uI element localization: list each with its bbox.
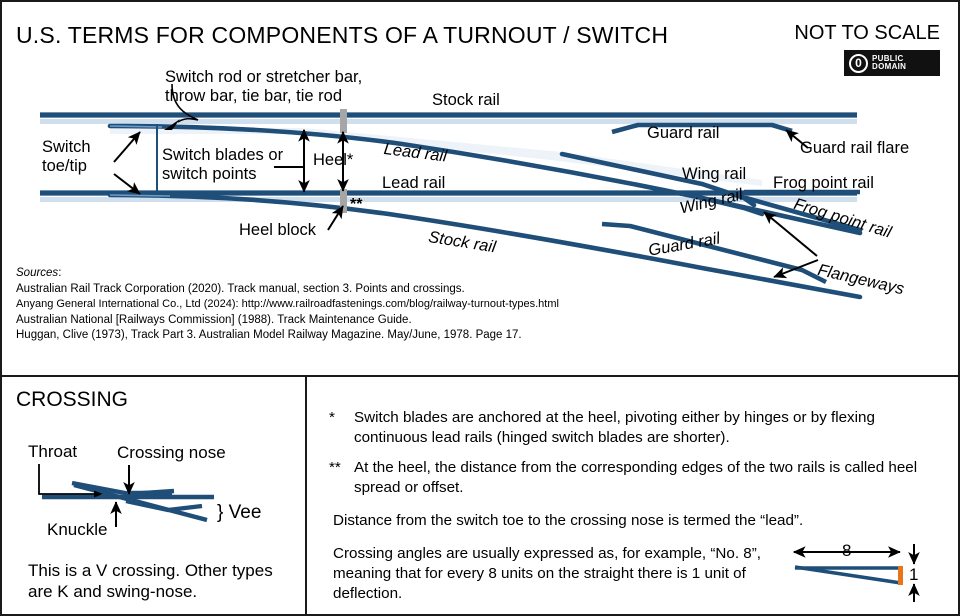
label-throat: Throat — [28, 442, 78, 461]
note-item-2: ** At the heel, the distance from the co… — [329, 458, 929, 498]
sources-block: Sources: Australian Rail Track Corporati… — [16, 267, 559, 345]
not-to-scale-label: NOT TO SCALE — [794, 22, 940, 44]
guard-rail-bottom — [601, 221, 828, 285]
note-item-4: Crossing angles are usually expressed as… — [333, 544, 803, 603]
source-entry: Australian Rail Track Corporation (2020)… — [16, 282, 465, 295]
label-knuckle: Knuckle — [47, 520, 108, 539]
flangeway-pointer-lower — [773, 259, 819, 279]
label-switch-rod: Switch rod or stretcher bar, throw bar, … — [165, 68, 363, 105]
guard-rail-top — [611, 122, 793, 135]
sources-heading: Sources: — [16, 267, 559, 279]
heel-block-arrow — [327, 205, 344, 231]
turnout-diagram — [40, 83, 863, 300]
switch-blade-lower-taper — [109, 194, 171, 197]
label-crossing-nose: Crossing nose — [117, 443, 226, 462]
switch-toe-arrow-up — [113, 131, 141, 163]
heel-block-bar-top — [340, 109, 347, 133]
horizontal-divider — [2, 375, 958, 377]
label-stock-rail-top: Stock rail — [432, 91, 500, 109]
badge-line-1: PUBLIC — [872, 53, 904, 63]
label-frog-point-rail-1: Frog point rail — [773, 174, 874, 192]
note-text-3: Distance from the switch toe to the cros… — [333, 512, 804, 529]
ratio-rise-label: 1 — [909, 565, 919, 584]
sources-heading-colon: : — [58, 267, 62, 279]
label-guard-rail-flare: Guard rail flare — [800, 139, 910, 157]
note-item-3: Distance from the switch toe to the cros… — [333, 511, 933, 531]
label-double-asterisk: ** — [350, 196, 363, 213]
public-domain-text: PUBLIC DOMAIN — [872, 53, 907, 72]
guard-rail-flare-pointer — [785, 129, 809, 149]
wing-rail-lower — [699, 195, 765, 217]
frog-point-rail-lower — [743, 195, 863, 233]
ratio-deflection-rail — [794, 565, 902, 585]
note-text-1: Switch blades are anchored at the heel, … — [354, 409, 875, 446]
flangeway-pointer-upper — [763, 211, 818, 257]
public-domain-badge: 0 PUBLIC DOMAIN — [844, 50, 940, 76]
public-domain-icon: 0 — [849, 53, 868, 73]
label-lead-rail-2: Lead rail — [382, 174, 446, 192]
switch-rod-leader-head — [164, 119, 180, 130]
vertical-divider — [305, 375, 307, 614]
label-guard-rail-top: Guard rail — [647, 124, 720, 142]
crossing-panel-note: This is a V crossing. Other types are K … — [28, 561, 273, 602]
label-heel-block: Heel block — [239, 221, 317, 239]
ratio-rise-marker — [898, 566, 903, 585]
source-entry: Anyang General International Co., Ltd (2… — [16, 298, 559, 310]
note-marker-2: ** — [329, 459, 341, 476]
switch-blade-lower — [107, 192, 863, 300]
page-title: U.S. TERMS FOR COMPONENTS OF A TURNOUT /… — [16, 22, 669, 48]
throat-pointer — [38, 464, 98, 495]
source-entry: Huggan, Clive (1973), Track Part 3. Aust… — [16, 329, 522, 341]
switch-rod-leader — [171, 83, 199, 123]
note-item-1: * Switch blades are anchored at the heel… — [329, 408, 929, 448]
label-switch-blades: Switch blades or switch points — [162, 146, 284, 183]
crossing-panel-title: CROSSING — [16, 388, 129, 411]
crossing-diagram — [38, 464, 214, 527]
wing-rail-upper — [559, 151, 757, 208]
note-text-2: At the heel, the distance from the corre… — [354, 459, 918, 496]
ratio-run-label: 8 — [842, 541, 852, 560]
label-switch-toe: Switch toe/tip — [42, 138, 91, 175]
label-heel: Heel* — [313, 151, 354, 169]
note-text-4: Crossing angles are usually expressed as… — [333, 545, 761, 602]
sources-heading-word: Sources — [16, 267, 59, 279]
badge-line-2: DOMAIN — [872, 62, 907, 71]
switch-toe-arrow-down — [113, 173, 141, 195]
switch-blade-upper-taper — [109, 125, 163, 128]
label-wing-rail-top: Wing rail — [682, 165, 747, 183]
crossing-wing-rail-lower — [125, 498, 203, 513]
source-entry: Australian National [Railways Commission… — [16, 313, 412, 326]
throat-pointer-head — [94, 490, 103, 498]
note-marker-1: * — [329, 409, 335, 426]
label-vee: } Vee — [217, 502, 262, 523]
heel-block-bar-bottom — [340, 189, 347, 213]
